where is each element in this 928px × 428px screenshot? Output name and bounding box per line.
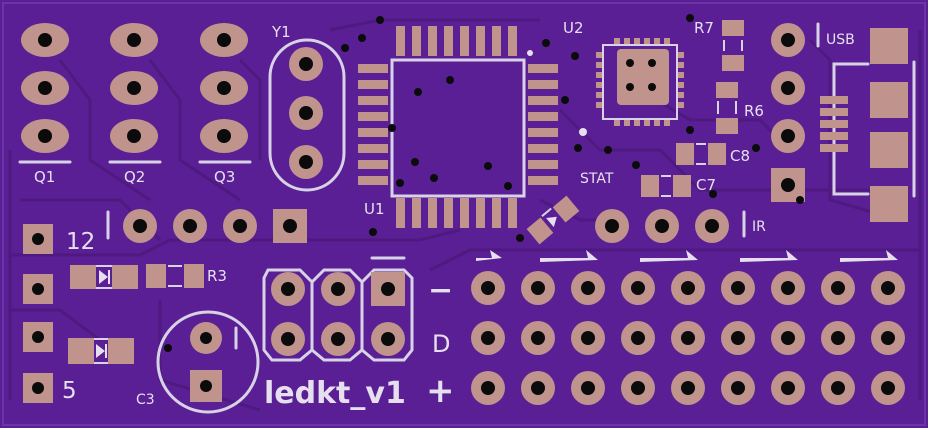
crystal-y1-outline (268, 38, 346, 192)
label-u2: U2 (563, 19, 584, 37)
diode-1 (70, 265, 138, 289)
r7-pad-1 (722, 20, 744, 36)
label-c3: C3 (136, 392, 155, 408)
c8-pad-1 (676, 143, 694, 165)
c7-pad-2 (673, 175, 691, 197)
header-row-1 (106, 209, 307, 243)
c7-pad-1 (641, 175, 659, 197)
r3-pad-1 (146, 264, 166, 288)
label-5v: 5 (62, 378, 77, 404)
board-name: ledkt_v1 (264, 376, 406, 411)
label-plus: + (426, 371, 455, 411)
label-q3: Q3 (214, 168, 235, 186)
crystal-y1-pads (289, 47, 323, 179)
label-y1: Y1 (271, 23, 291, 41)
chip-u1 (358, 26, 558, 228)
jumper-header (262, 256, 414, 362)
usb-connector (771, 22, 916, 222)
led-stat (526, 195, 580, 245)
label-minus: − (428, 273, 453, 308)
diode-2 (68, 338, 134, 364)
label-r6: R6 (744, 102, 764, 120)
c3-outline (156, 310, 260, 414)
r6-pad-1 (716, 82, 738, 98)
transistor-q-pads (21, 23, 248, 153)
r7-pad-2 (722, 55, 744, 71)
vias (164, 14, 804, 352)
chip-u2 (579, 38, 684, 136)
label-r7: R7 (694, 19, 714, 37)
power-pads (23, 224, 53, 403)
label-data: D (432, 330, 450, 358)
label-stat: STAT (580, 171, 614, 187)
label-q2: Q2 (124, 168, 145, 186)
label-r3: R3 (207, 267, 227, 285)
label-usb: USB (826, 32, 855, 48)
direction-arrows (476, 250, 898, 262)
label-ir: IR (752, 219, 766, 235)
led-output-grid (471, 271, 905, 405)
label-q1: Q1 (34, 168, 55, 186)
label-c7: C7 (696, 176, 716, 194)
ir-header (595, 209, 746, 243)
r6-pad-2 (716, 118, 738, 134)
c8-pad-2 (708, 143, 726, 165)
label-12v: 12 (66, 229, 95, 255)
label-u1: U1 (364, 200, 385, 218)
r3-pad-2 (184, 264, 204, 288)
label-c8: C8 (730, 147, 750, 165)
